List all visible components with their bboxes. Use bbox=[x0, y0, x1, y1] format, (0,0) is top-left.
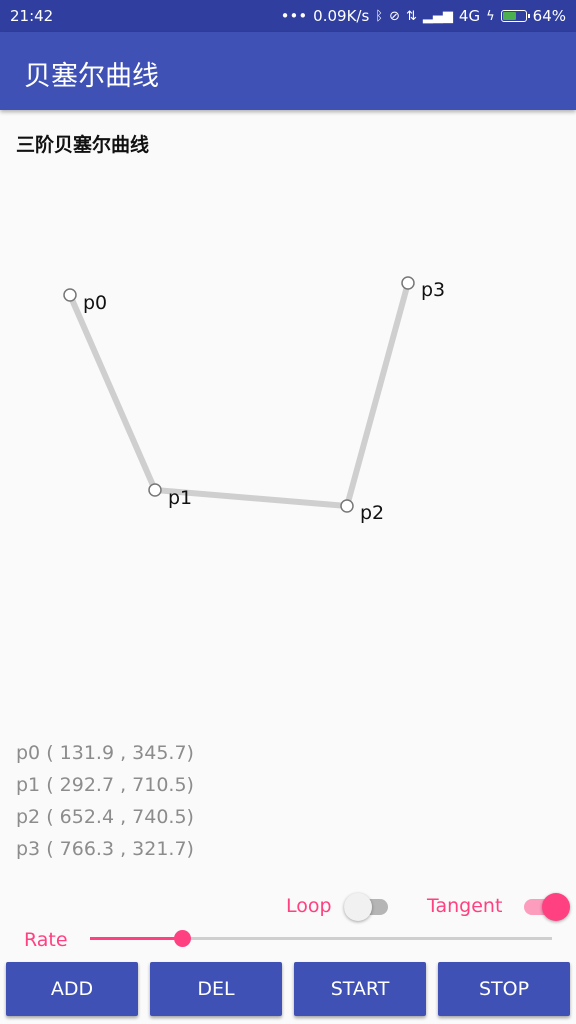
control-point-p2[interactable] bbox=[340, 499, 354, 513]
app-bar: 贝塞尔曲线 bbox=[0, 32, 576, 110]
tangent-switch-thumb bbox=[542, 893, 570, 921]
status-bar: 21:42 ••• 0.09K/s ᛒ ⊘ ⇅ ▂▄▆ 4G ϟ 64% bbox=[0, 0, 576, 32]
battery-fill bbox=[502, 12, 517, 20]
battery-percent: 64% bbox=[532, 7, 566, 25]
tangent-line-p1-p2 bbox=[152, 487, 350, 509]
delete-button[interactable]: DEL bbox=[150, 962, 282, 1016]
point-label-p2: p2 bbox=[360, 502, 384, 524]
network-speed: 0.09K/s bbox=[313, 7, 370, 25]
alarm-off-icon: ⊘ bbox=[389, 8, 400, 24]
bezier-canvas[interactable]: p0 p1 p2 p3 bbox=[0, 160, 576, 720]
curve-type-title: 三阶贝塞尔曲线 bbox=[16, 134, 150, 156]
bluetooth-icon: ᛒ bbox=[375, 8, 384, 24]
tangent-label: Tangent bbox=[427, 895, 503, 917]
loop-label: Loop bbox=[286, 895, 332, 917]
network-type: 4G bbox=[458, 7, 481, 25]
rate-slider[interactable] bbox=[90, 928, 552, 950]
tangent-line-p0-p1 bbox=[67, 292, 158, 493]
coord-p0: p0 ( 131.9 , 345.7) bbox=[16, 742, 194, 764]
data-transfer-icon: ⇅ bbox=[406, 8, 417, 24]
rate-slider-fill bbox=[90, 937, 183, 940]
point-label-p0: p0 bbox=[83, 292, 107, 314]
loop-switch[interactable] bbox=[344, 893, 390, 921]
coord-p2: p2 ( 652.4 , 740.5) bbox=[16, 806, 194, 828]
status-icons: ••• 0.09K/s ᛒ ⊘ ⇅ ▂▄▆ 4G ϟ 64% bbox=[281, 7, 566, 25]
tangent-switch[interactable] bbox=[524, 893, 570, 921]
coord-p3: p3 ( 766.3 , 321.7) bbox=[16, 838, 194, 860]
rate-label: Rate bbox=[24, 929, 68, 951]
status-time: 21:42 bbox=[10, 7, 54, 25]
notification-dots: ••• bbox=[280, 7, 308, 25]
control-point-p3[interactable] bbox=[401, 276, 415, 290]
point-coordinates: p0 ( 131.9 , 345.7) p1 ( 292.7 , 710.5) … bbox=[16, 737, 194, 865]
rate-slider-track bbox=[90, 937, 552, 940]
point-label-p1: p1 bbox=[168, 487, 192, 509]
signal-icon: ▂▄▆ bbox=[422, 8, 453, 24]
control-point-p1[interactable] bbox=[148, 483, 162, 497]
coord-p1: p1 ( 292.7 , 710.5) bbox=[16, 774, 194, 796]
add-button[interactable]: ADD bbox=[6, 962, 138, 1016]
point-label-p3: p3 bbox=[421, 279, 445, 301]
stop-button[interactable]: STOP bbox=[438, 962, 570, 1016]
app-title: 贝塞尔曲线 bbox=[24, 61, 159, 92]
tangent-line-p2-p3 bbox=[344, 280, 411, 509]
battery-icon bbox=[500, 10, 530, 22]
rate-slider-thumb[interactable] bbox=[174, 930, 192, 947]
loop-switch-thumb bbox=[344, 893, 372, 921]
charging-icon: ϟ bbox=[486, 8, 495, 24]
start-button[interactable]: START bbox=[294, 962, 426, 1016]
control-point-p0[interactable] bbox=[63, 288, 77, 302]
